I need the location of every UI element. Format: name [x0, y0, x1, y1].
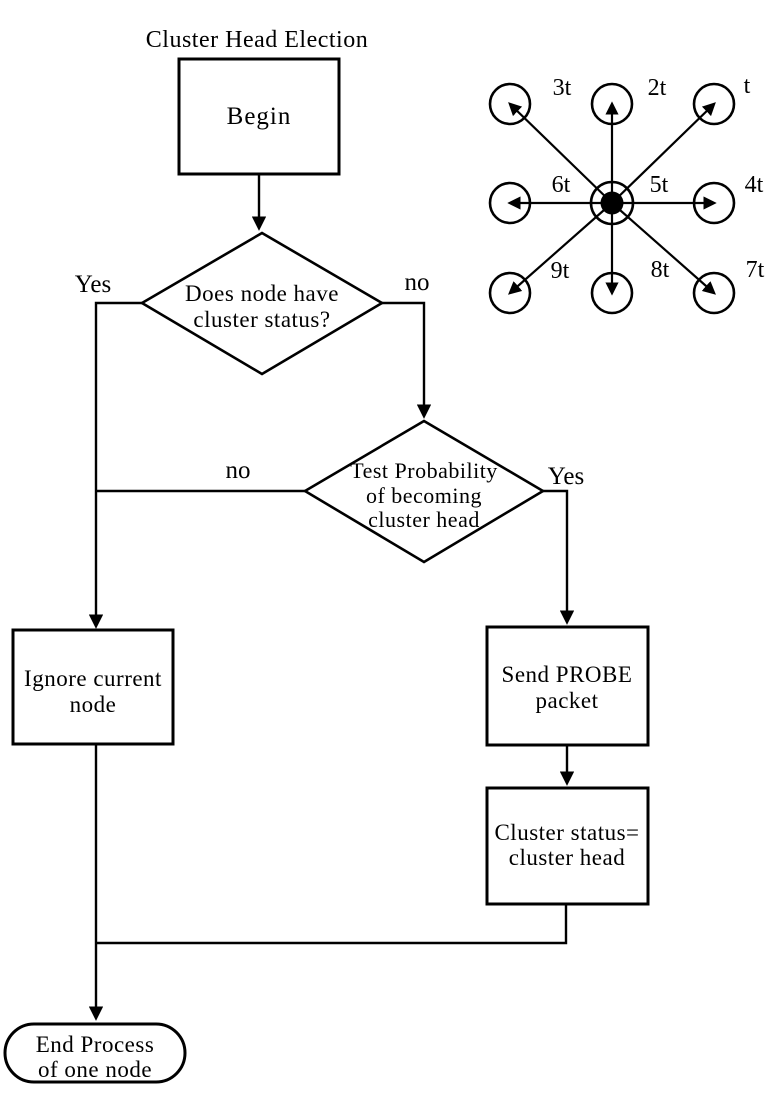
- star-node-left: [488, 181, 532, 225]
- star-node-bottom: [590, 271, 634, 315]
- send-probe-label-line1: Send PROBE: [502, 662, 633, 687]
- edge-decision1-no-to-decision2: [382, 301, 432, 419]
- begin-node: [177, 57, 341, 176]
- star-label-6t: 6t: [552, 172, 571, 198]
- star-arrow-bottom-left: [508, 202, 613, 295]
- star-node-top-left: [488, 82, 532, 126]
- star-node-right: [692, 181, 736, 225]
- begin-node-label: Begin: [227, 103, 292, 130]
- timing-star-diagram: 3t 2t t 6t 5t 4t 9t 8t 7t: [488, 73, 765, 315]
- star-node-top-right: [692, 82, 736, 126]
- send-probe-node: [485, 625, 650, 747]
- decision-cluster-status: [139, 231, 385, 376]
- set-cluster-status-label-line1: Cluster status=: [494, 820, 639, 845]
- decision1-no-label: no: [405, 269, 430, 296]
- star-center-ring: [589, 180, 635, 226]
- edge-decision1-yes-to-ignore: [88, 301, 142, 629]
- star-node-top: [590, 82, 634, 126]
- star-label-8t: 8t: [651, 257, 670, 283]
- star-center-node: [600, 191, 624, 215]
- star-label-9t: 9t: [551, 258, 570, 284]
- set-cluster-status-label-line2: cluster head: [509, 845, 625, 870]
- decision-test-probability-label-line3: cluster head: [368, 507, 480, 532]
- end-process-node: [3, 1022, 187, 1084]
- decision-cluster-status-label-line1: Does node have: [185, 281, 339, 306]
- edge-decision2-yes-to-probe: [543, 489, 575, 625]
- end-process-label-line2: of one node: [38, 1057, 152, 1082]
- star-label-2t: 2t: [648, 75, 667, 101]
- send-probe-label-line2: packet: [535, 688, 598, 713]
- ignore-current-node-label-line1: Ignore current: [24, 666, 162, 691]
- decision2-yes-label: Yes: [548, 463, 584, 490]
- set-cluster-status-node: [485, 786, 650, 906]
- star-label-7t: 7t: [746, 257, 765, 283]
- star-label-5t: 5t: [650, 172, 669, 198]
- decision-test-probability: [302, 419, 546, 564]
- star-node-bottom-right: [692, 271, 736, 315]
- star-arrow-bottom-right: [611, 202, 716, 295]
- decision1-yes-label: Yes: [75, 271, 111, 298]
- decision-cluster-status-label-line2: cluster status?: [193, 307, 330, 332]
- end-process-label-line1: End Process: [36, 1032, 155, 1057]
- ignore-current-node: [11, 628, 175, 746]
- star-label-4t: 4t: [745, 172, 764, 198]
- diagram-title: Cluster Head Election: [146, 27, 368, 53]
- decision-test-probability-label-line2: of becoming: [366, 483, 482, 508]
- star-arrow-top-right: [611, 102, 716, 204]
- star-node-bottom-left: [488, 271, 532, 315]
- star-arrow-top-left: [508, 102, 613, 204]
- decision-test-probability-label-line1: Test Probability: [350, 458, 498, 483]
- star-label-3t: 3t: [553, 75, 572, 101]
- decision2-no-label: no: [226, 457, 251, 484]
- star-label-t: t: [744, 73, 751, 99]
- edge-cluster-status-to-merge: [96, 904, 568, 945]
- ignore-current-node-label-line2: node: [70, 692, 117, 717]
